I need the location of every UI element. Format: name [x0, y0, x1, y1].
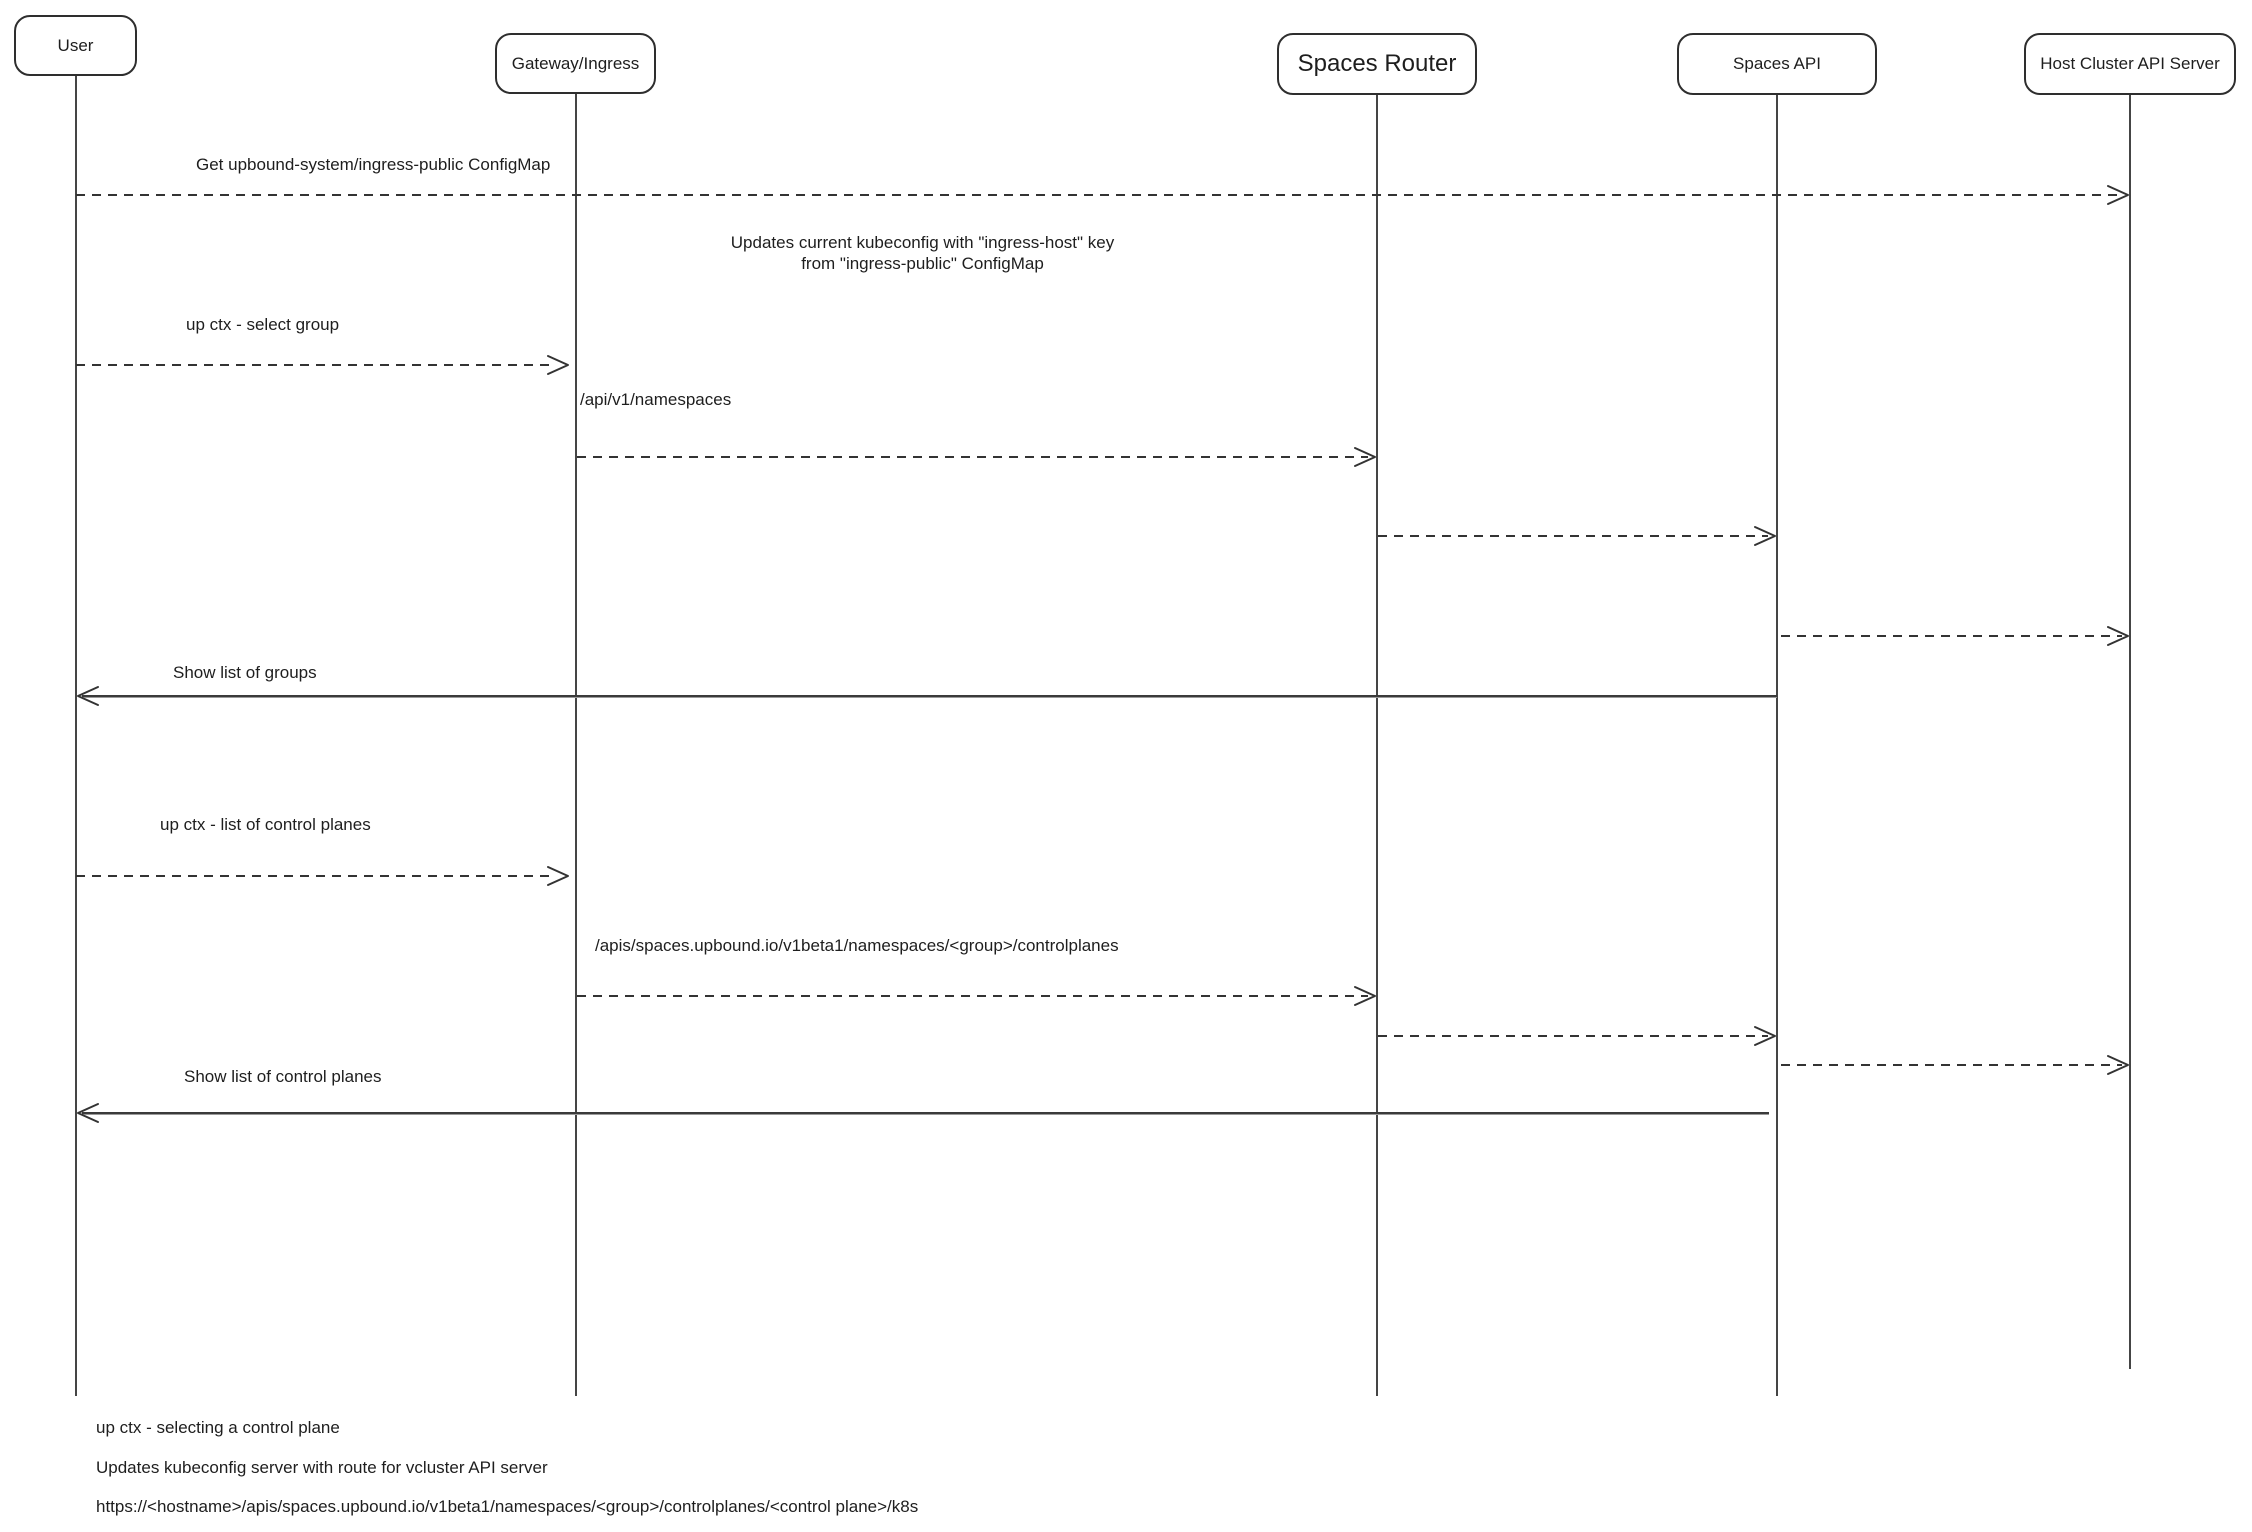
arrowhead-right-icon — [1354, 986, 1376, 1006]
message-line-api-to-host-2 — [1781, 1064, 2122, 1066]
lifeline-gateway-ingress — [575, 94, 577, 1396]
message-line-select-group — [76, 364, 556, 366]
arrowhead-right-icon — [1354, 447, 1376, 467]
arrowhead-right-icon — [2107, 626, 2129, 646]
footnote-updates-kubeconfig: Updates kubeconfig server with route for… — [96, 1458, 548, 1477]
arrowhead-right-icon — [2107, 185, 2129, 205]
actor-box-gateway-ingress: Gateway/Ingress — [495, 33, 656, 94]
message-line-api-v1-namespaces — [577, 456, 1368, 458]
arrowhead-right-icon — [547, 866, 569, 886]
message-label-list-control-planes: up ctx - list of control planes — [160, 815, 371, 834]
message-label-api-v1-namespaces: /api/v1/namespaces — [580, 390, 732, 409]
actor-label-gateway-ingress: Gateway/Ingress — [511, 53, 640, 73]
actor-label-user: User — [57, 35, 94, 55]
note-kubeconfig-update-line1: Updates current kubeconfig with "ingress… — [730, 233, 1115, 252]
message-line-controlplanes-endpoint — [577, 995, 1368, 997]
arrowhead-left-icon — [77, 1103, 99, 1123]
actor-label-host-cluster-api-server: Host Cluster API Server — [2040, 54, 2220, 73]
actor-box-spaces-api: Spaces API — [1677, 33, 1877, 95]
message-line-show-control-planes — [82, 1112, 1769, 1115]
message-label-show-control-planes: Show list of control planes — [184, 1067, 382, 1086]
message-line-show-groups — [82, 695, 1777, 698]
lifeline-spaces-router — [1376, 95, 1378, 1396]
footnote-vcluster-url: https://<hostname>/apis/spaces.upbound.i… — [96, 1497, 919, 1516]
message-line-get-configmap — [76, 194, 2122, 196]
note-kubeconfig-update: Updates current kubeconfig with "ingress… — [700, 232, 1145, 274]
lifeline-spaces-api — [1776, 95, 1778, 1396]
actor-label-spaces-api: Spaces API — [1733, 54, 1821, 73]
actor-label-spaces-router: Spaces Router — [1297, 50, 1457, 77]
message-line-list-control-planes — [76, 875, 556, 877]
arrowhead-right-icon — [2107, 1055, 2129, 1075]
note-kubeconfig-update-line2: from "ingress-public" ConfigMap — [801, 254, 1044, 273]
message-line-router-to-api-2 — [1378, 1035, 1768, 1037]
arrowhead-right-icon — [1754, 1026, 1776, 1046]
actor-box-spaces-router: Spaces Router — [1277, 33, 1477, 95]
message-label-controlplanes-endpoint: /apis/spaces.upbound.io/v1beta1/namespac… — [595, 936, 1119, 955]
message-label-get-configmap: Get upbound-system/ingress-public Config… — [196, 155, 551, 174]
arrowhead-right-icon — [1754, 526, 1776, 546]
message-label-show-groups: Show list of groups — [173, 663, 317, 682]
message-label-select-group: up ctx - select group — [186, 315, 340, 334]
message-line-router-to-api-1 — [1378, 535, 1768, 537]
actor-box-user: User — [14, 15, 137, 76]
message-line-api-to-host-1 — [1781, 635, 2122, 637]
actor-box-host-cluster-api-server: Host Cluster API Server — [2024, 33, 2236, 95]
arrowhead-left-icon — [77, 686, 99, 706]
footnote-selecting-control-plane: up ctx - selecting a control plane — [96, 1418, 340, 1437]
arrowhead-right-icon — [547, 355, 569, 375]
lifeline-host-cluster-api-server — [2129, 95, 2131, 1369]
lifeline-user — [75, 76, 77, 1396]
